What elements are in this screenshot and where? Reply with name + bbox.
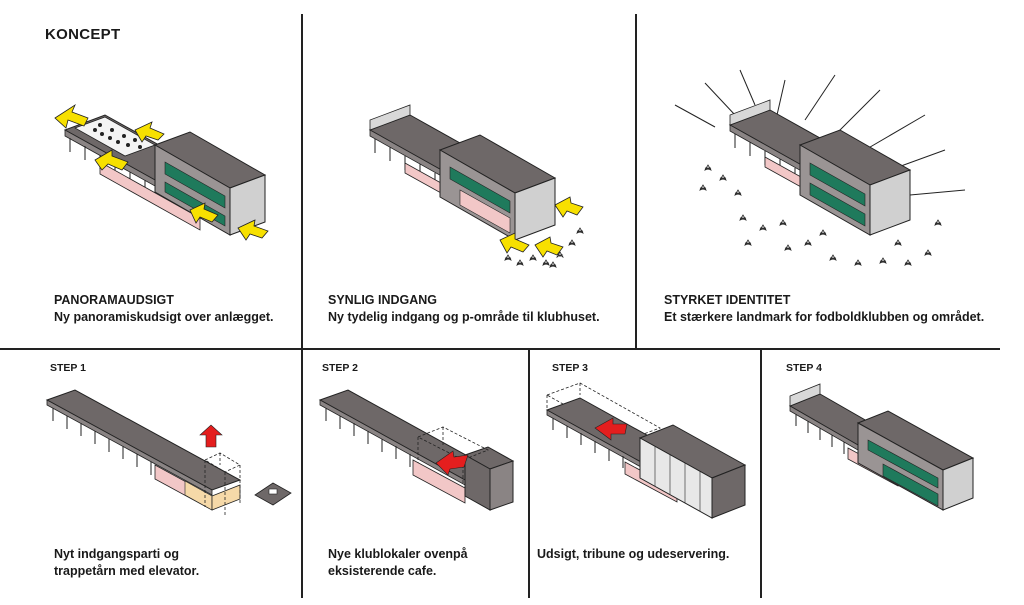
arrow-icon — [54, 103, 89, 129]
step-caption-3: Udsigt, tribune og udeservering. — [537, 546, 729, 563]
step-label-1: STEP 1 — [50, 362, 86, 374]
illustration-step-1 — [45, 389, 292, 517]
concept-heading: SYNLIG INDGANG — [328, 293, 438, 307]
concept-heading: STYRKET IDENTITET — [664, 293, 791, 307]
step-label-2: STEP 2 — [322, 362, 358, 374]
divider-top-1 — [301, 14, 303, 348]
illustration-step-4 — [788, 383, 975, 511]
divider-bottom-2 — [528, 348, 530, 598]
concept-text: Ny panoramiskudsigt over anlægget. — [54, 310, 274, 324]
illustration-step-3 — [545, 382, 747, 519]
concept-caption-2: SYNLIG INDGANG Ny tydelig indgang og p-o… — [328, 292, 600, 326]
illustration-entrance — [368, 104, 584, 268]
step-caption-line: Nye klublokaler ovenpå — [328, 547, 468, 561]
page-title: KONCEPT — [45, 26, 121, 43]
divider-bottom-1 — [301, 348, 303, 598]
step-label-4: STEP 4 — [786, 362, 822, 374]
divider-bottom-3 — [760, 348, 762, 598]
step-caption-2: Nye klublokaler ovenpå eksisterende cafe… — [328, 546, 468, 580]
illustration-identity — [674, 69, 966, 266]
step-caption-line: trappetårn med elevator. — [54, 564, 200, 578]
step-caption-line: eksisterende cafe. — [328, 564, 437, 578]
concept-heading: PANORAMAUDSIGT — [54, 293, 174, 307]
divider-horizontal — [0, 348, 1000, 350]
concept-text: Ny tydelig indgang og p-område til klubh… — [328, 310, 600, 324]
step-caption-line: Udsigt, tribune og udeservering. — [537, 547, 730, 561]
concept-caption-3: STYRKET IDENTITET Et stærkere landmark f… — [664, 292, 984, 326]
illustration-step-2 — [318, 389, 515, 511]
illustration-panorama — [54, 103, 269, 241]
step-label-3: STEP 3 — [552, 362, 588, 374]
concept-text: Et stærkere landmark for fodboldklubben … — [664, 310, 985, 324]
divider-top-2 — [635, 14, 637, 348]
step-caption-line: Nyt indgangsparti og — [54, 547, 179, 561]
step-caption-1: Nyt indgangsparti og trappetårn med elev… — [54, 546, 199, 580]
concept-caption-1: PANORAMAUDSIGT Ny panoramiskudsigt over … — [54, 292, 274, 326]
